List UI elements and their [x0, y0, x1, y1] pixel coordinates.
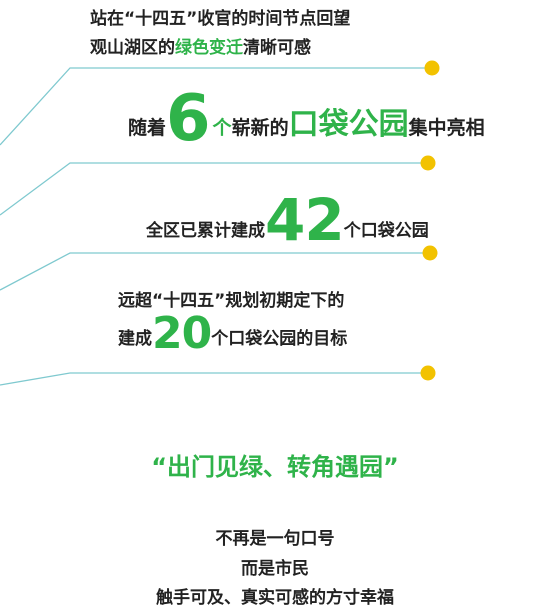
block1-highlight: 绿色变迁: [175, 38, 243, 58]
timeline-dot-2: [420, 155, 436, 171]
block2-post: 集中亮相: [408, 117, 485, 139]
block2-pre: 随着: [128, 117, 167, 139]
block1-line2-pre: 观山湖区的: [90, 38, 175, 58]
timeline-dot-4: [420, 365, 436, 381]
block3-number: 42: [265, 186, 345, 254]
block4-number: 20: [152, 308, 212, 359]
timeline-dot-3: [422, 245, 438, 261]
block4-line2-pre: 建成: [118, 329, 152, 349]
block3-pre: 全区已累计建成: [146, 221, 265, 241]
closing-line2: 而是市民: [241, 559, 309, 579]
block4-line2-post: 个口袋公园的目标: [211, 329, 348, 349]
timeline-line-2: [0, 162, 428, 216]
block3-line: 全区已累计建成42个口袋公园: [146, 188, 429, 263]
timeline-line-3: [0, 252, 430, 291]
timeline-lines: [0, 60, 440, 386]
block1-line2: 观山湖区的绿色变迁清晰可感: [90, 33, 311, 58]
block4-line2: 建成20个口袋公园的目标: [118, 308, 347, 365]
block4-line1: 远超“十四五”规划初期定下的: [118, 291, 345, 311]
timeline-line-1: [0, 67, 432, 146]
block1-line2-post: 清晰可感: [243, 38, 311, 58]
block2-highlight: 口袋公园: [288, 107, 409, 142]
block3-post: 个口袋公园: [343, 221, 429, 241]
timeline-dot-1: [424, 60, 440, 76]
timeline-line-4: [0, 372, 428, 386]
block2-mid: 崭新的: [231, 117, 289, 139]
block2-line: 随着6个崭新的口袋公园集中亮相: [128, 82, 485, 165]
block2-measure-word: 个: [212, 117, 232, 139]
closing-line3: 触手可及、真实可感的方寸幸福: [156, 588, 394, 608]
block1-line1: 站在“十四五”收官的时间节点回望: [90, 9, 351, 29]
closing-line1: 不再是一句口号: [215, 529, 335, 549]
slogan: “出门见绿、转角遇园”: [151, 453, 399, 481]
block2-number: 6: [166, 82, 213, 156]
